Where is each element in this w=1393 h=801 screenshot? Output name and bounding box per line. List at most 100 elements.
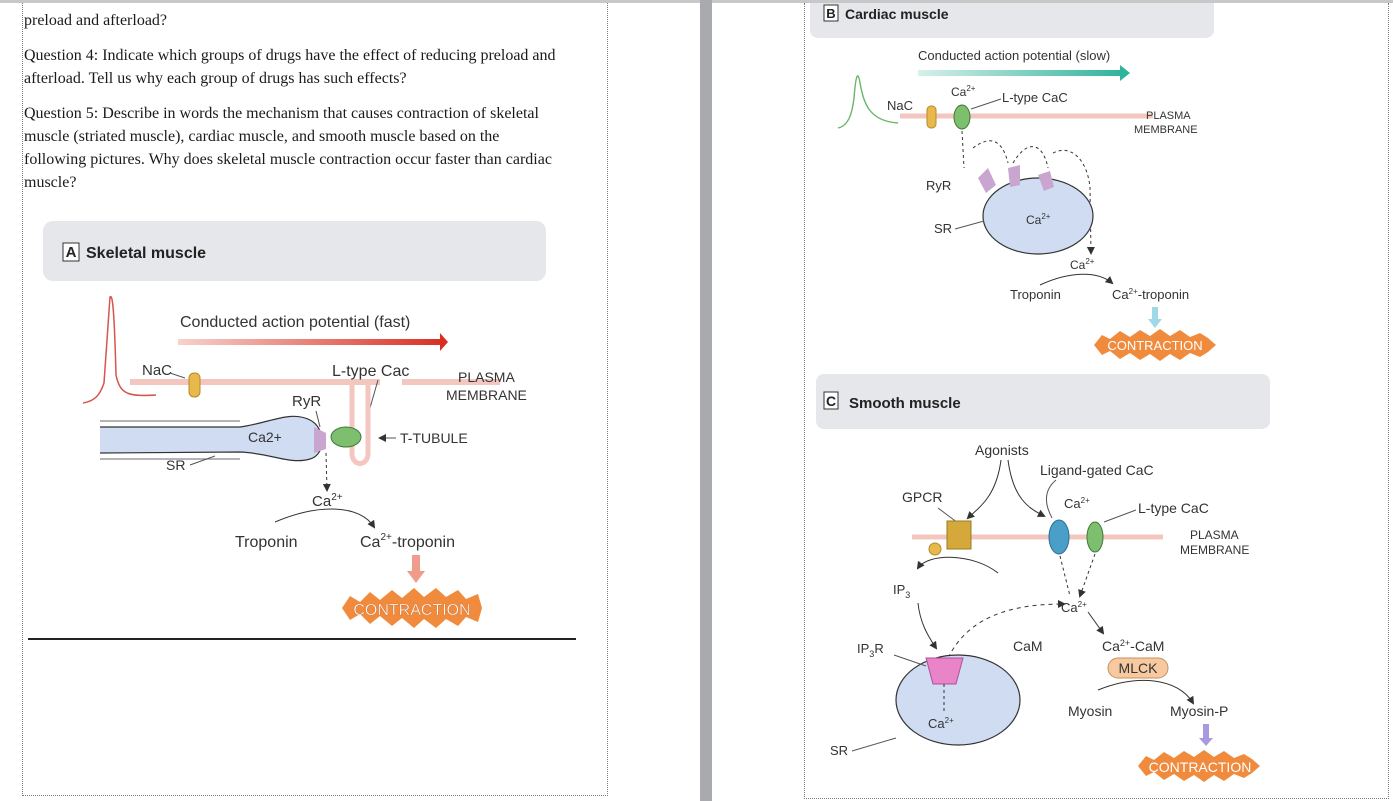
ip3-label: IP3 xyxy=(893,582,910,600)
plasma-label-1: PLASMA xyxy=(1190,528,1239,542)
figure-letter: A xyxy=(66,244,77,261)
sarcoplasmic-reticulum xyxy=(99,415,323,462)
ltype-channel xyxy=(953,104,971,130)
action-potential-trace xyxy=(837,75,899,129)
plasma-label-2: MEMBRANE xyxy=(1180,543,1249,557)
ltype-label: L-type CaC xyxy=(1138,500,1209,516)
sr-label: SR xyxy=(830,743,848,758)
sr-ca-label: Ca2+ xyxy=(248,429,282,445)
ltype-label: L-type Cac xyxy=(332,363,409,380)
figure-title: Skeletal muscle xyxy=(86,245,206,262)
panel-header-skeletal xyxy=(43,221,546,281)
ca-label-top: Ca2+ xyxy=(1064,496,1090,511)
contraction-label: CONTRACTION xyxy=(353,602,470,619)
figure-title: Cardiac muscle xyxy=(845,6,949,22)
sr-ca-label: Ca2+ xyxy=(928,716,954,731)
cicr-arrows xyxy=(972,140,1049,169)
plasma-label-2: MEMBRANE xyxy=(1134,124,1198,136)
plasma-label-1: PLASMA xyxy=(458,369,515,385)
ryr-label: RyR xyxy=(292,393,321,410)
ap-label: Conducted action potential (fast) xyxy=(180,314,410,331)
question-5-line-2: muscle (striated muscle), cardiac muscle… xyxy=(24,128,500,145)
figure-letter-box xyxy=(823,4,839,22)
figure-letter-box xyxy=(823,391,839,410)
ca-troponin-label: Ca2+-troponin xyxy=(360,532,455,551)
ca-cam-label: Ca2+-CaM xyxy=(1102,638,1164,654)
nac-label: NaC xyxy=(142,362,172,379)
ryr-label: RyR xyxy=(926,178,951,193)
ca-release-arrow xyxy=(322,452,331,492)
ip3-receptor xyxy=(925,657,964,685)
document-page-left xyxy=(22,3,608,796)
question-4-line-1: Question 4: Indicate which groups of dru… xyxy=(24,47,556,64)
troponin-label: Troponin xyxy=(1010,287,1061,302)
ca-label: Ca2+ xyxy=(312,492,343,510)
contraction-arrow xyxy=(407,571,425,583)
ryr-channel-2 xyxy=(1008,165,1020,187)
question-5-line-3: following pictures. Why does skeletal mu… xyxy=(24,151,552,168)
ryr-channel-1 xyxy=(978,168,996,193)
figure-letter: B xyxy=(826,6,835,21)
ip3r-label: IP3R xyxy=(857,641,884,659)
question-4-line-2: afterload. Tell us why each group of dru… xyxy=(24,70,407,87)
panel-header-cardiac xyxy=(810,3,1214,38)
window-top-border xyxy=(0,0,1393,3)
sr-label: SR xyxy=(166,457,185,473)
ca-label: Ca2+ xyxy=(1070,257,1095,272)
binding-arrow xyxy=(274,508,376,529)
panel-header-smooth xyxy=(816,374,1270,429)
myosin-label: Myosin xyxy=(1068,703,1112,719)
figure-letter: C xyxy=(826,393,836,409)
contraction-label: CONTRACTION xyxy=(1149,759,1252,775)
phosphorylation-arrow xyxy=(1097,680,1195,705)
contraction-label: CONTRACTION xyxy=(1107,338,1202,353)
plasma-label-2: MEMBRANE xyxy=(446,387,527,403)
page-gutter xyxy=(700,0,712,801)
document-text: preload and afterload? Question 4: Indic… xyxy=(24,9,614,194)
question-5-line-1: Question 5: Describe in words the mechan… xyxy=(24,105,539,122)
nac-label: NaC xyxy=(887,98,913,113)
sarcoplasmic-reticulum xyxy=(982,177,1094,255)
question-5-line-4: muscle? xyxy=(24,174,77,191)
ltype-channel xyxy=(1086,521,1104,553)
contraction-burst xyxy=(1138,750,1260,782)
action-potential-trace xyxy=(82,295,157,404)
ca-influx-arrows xyxy=(1059,553,1096,596)
text-line-preload: preload and afterload? xyxy=(24,12,168,29)
cam-label: CaM xyxy=(1013,638,1043,654)
figure-title: Smooth muscle xyxy=(849,395,961,412)
mlck-badge xyxy=(1107,657,1169,679)
sarcoplasmic-reticulum xyxy=(895,654,1021,746)
ryr-channel-3 xyxy=(1038,171,1054,191)
troponin-label: Troponin xyxy=(235,534,298,551)
binding-arrow xyxy=(1039,273,1114,286)
horizontal-rule xyxy=(28,638,576,640)
t-tubule-label: T-TUBULE xyxy=(400,430,468,446)
ligand-gated-channel xyxy=(1048,519,1070,555)
ltype-channel xyxy=(330,426,362,448)
ryr-channel xyxy=(314,427,326,453)
ca-label: Ca2+ xyxy=(1061,600,1087,615)
gpcr-receptor xyxy=(946,520,972,550)
ca-troponin-label: Ca2+-troponin xyxy=(1112,287,1189,302)
figure-smooth-muscle: C Smooth muscle Agonists Ligand-gated Ca… xyxy=(816,374,1270,782)
figure-cardiac-muscle: B Cardiac muscle Conducted action potent… xyxy=(810,3,1216,361)
gpcr-label: GPCR xyxy=(902,489,942,505)
agonists-label: Agonists xyxy=(975,442,1029,458)
mlck-label: MLCK xyxy=(1119,660,1159,676)
nac-channel xyxy=(926,105,937,129)
sr-label: SR xyxy=(934,221,952,236)
ltype-label: L-type CaC xyxy=(1002,90,1068,105)
myosin-p-label: Myosin-P xyxy=(1170,703,1228,719)
figure-letter-box xyxy=(62,242,80,262)
contraction-burst xyxy=(342,588,482,628)
ap-label: Conducted action potential (slow) xyxy=(918,48,1110,63)
sr-ca-label: Ca2+ xyxy=(1026,212,1051,227)
plasma-label-1: PLASMA xyxy=(1146,110,1191,122)
ap-arrow xyxy=(918,70,1123,76)
t-tubule xyxy=(349,385,371,466)
contraction-burst xyxy=(1094,329,1216,361)
nac-channel xyxy=(188,372,201,398)
figure-skeletal-muscle: A Skeletal muscle Conducted action poten… xyxy=(43,221,546,628)
ap-arrow xyxy=(178,339,443,345)
